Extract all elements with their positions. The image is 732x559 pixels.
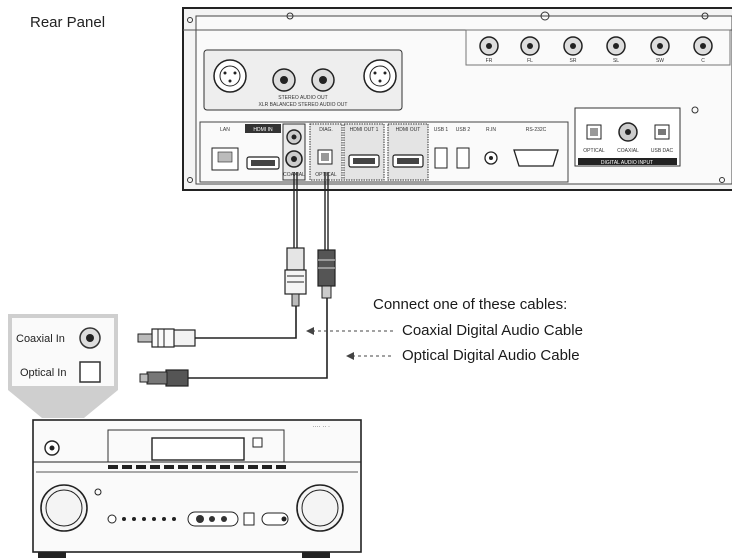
coaxial-in-label: Coaxial In — [16, 333, 65, 345]
digital-audio-input-block: OPTICAL COAXIAL USB DAC DIGITAL AUDIO IN… — [574, 107, 681, 167]
hdmi-out-2-port: HDMI OUT — [387, 123, 429, 181]
page-title: Rear Panel — [30, 14, 106, 31]
ch-fl-label: FL — [527, 58, 533, 64]
ch-sw-label: SW — [656, 58, 664, 64]
ch-sr-label: SR — [570, 58, 577, 64]
lan-port: LAN — [211, 127, 239, 171]
receiver-display — [151, 437, 245, 461]
legend-coaxial: Coaxial Digital Audio Cable — [402, 322, 583, 339]
ch-sl-label: SL — [613, 58, 619, 64]
svg-text:USB DAC: USB DAC — [651, 148, 674, 154]
usb-ports: USB 1 USB 2 — [434, 127, 471, 169]
svg-text:COAXIAL: COAXIAL — [617, 148, 639, 154]
multichannel-outputs: FR FL SR SL SW C — [465, 29, 731, 66]
coaxial-out-jacks: COAXIAL — [282, 123, 306, 181]
svg-text:RS-232C: RS-232C — [526, 127, 547, 133]
rin-jack: R.IN — [484, 127, 498, 165]
stereo-out-label: STEREO AUDIO OUT — [278, 95, 327, 101]
rear-panel: STEREO AUDIO OUT XLR BALANCED STEREO AUD… — [182, 7, 732, 191]
input-selector-knob — [40, 484, 88, 532]
xlr-out-label: XLR BALANCED STEREO AUDIO OUT — [259, 102, 348, 108]
svg-text:HDMI OUT: HDMI OUT — [396, 127, 421, 133]
legend-arrows — [306, 327, 394, 360]
front-buttons — [107, 511, 289, 527]
diag-label: DIAG. — [319, 127, 333, 133]
svg-text:USB 2: USB 2 — [456, 127, 471, 133]
svg-text:DIGITAL AUDIO INPUT: DIGITAL AUDIO INPUT — [601, 160, 653, 166]
svg-text:USB 1: USB 1 — [434, 127, 449, 133]
svg-text:LAN: LAN — [220, 127, 230, 133]
svg-text:OPTICAL: OPTICAL — [583, 148, 605, 154]
volume-knob — [296, 484, 344, 532]
coaxial-in-jack — [86, 334, 94, 342]
svg-text:HDMI IN: HDMI IN — [253, 127, 273, 133]
legend-optical: Optical Digital Audio Cable — [402, 347, 580, 364]
av-receiver: ···· ·· · — [32, 419, 362, 558]
receiver-brand: ···· ·· · — [313, 424, 330, 430]
optical-in-label: Optical In — [20, 367, 66, 379]
rs232c-port: RS-232C — [513, 127, 559, 167]
legend-header: Connect one of these cables: — [373, 296, 568, 313]
optical-cable — [139, 172, 336, 387]
receiver-input-callout: Coaxial In Optical In — [8, 314, 118, 418]
svg-text:R.IN: R.IN — [486, 127, 496, 133]
coaxial-cable — [137, 172, 307, 348]
ch-fr-label: FR — [486, 58, 493, 64]
hdmi-in-port: HDMI IN — [245, 124, 281, 170]
optical-out-label: OPTICAL — [315, 172, 337, 178]
svg-text:HDMI OUT 1: HDMI OUT 1 — [350, 127, 379, 133]
ch-c-label: C — [701, 58, 705, 64]
optical-out-jack: DIAG. OPTICAL — [309, 123, 343, 181]
stereo-audio-out-block: STEREO AUDIO OUT XLR BALANCED STEREO AUD… — [203, 49, 403, 111]
optical-in-jack — [79, 361, 101, 383]
hdmi-out-1-port: HDMI OUT 1 — [343, 123, 385, 181]
